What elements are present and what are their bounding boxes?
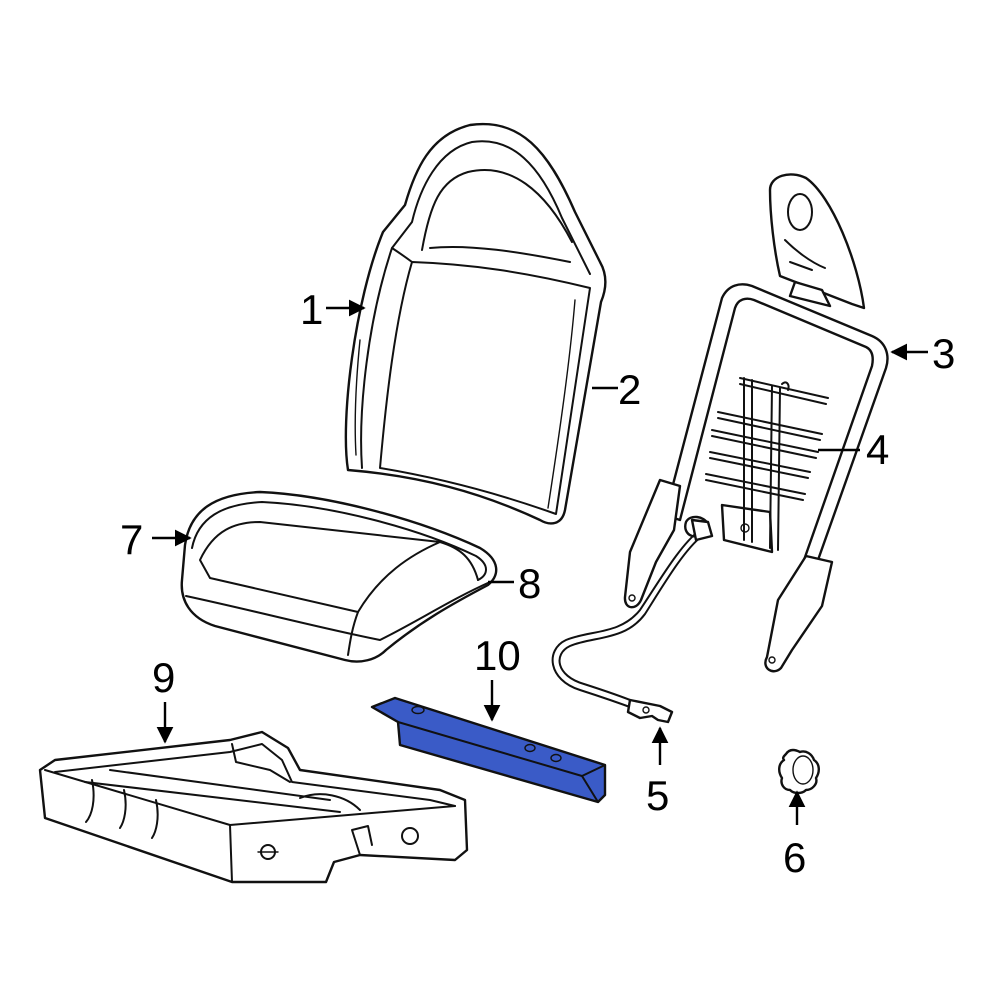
callout-6: 6 [783,834,806,881]
callout-10: 10 [474,632,521,679]
callout-7: 7 [120,516,143,563]
callout-9: 9 [152,654,175,701]
callout-8: 8 [518,560,541,607]
callout-3: 3 [932,330,955,377]
callout-4: 4 [866,426,889,473]
seat-cushion-cover[interactable] [180,490,498,663]
callout-1: 1 [300,286,323,333]
seat-back-springs[interactable] [705,377,829,551]
callout-labels: 1 2 3 4 5 6 7 8 9 10 [120,286,955,881]
callout-5: 5 [646,772,669,819]
bracket-body [370,696,607,804]
callout-2: 2 [618,366,641,413]
seat-back-frame[interactable] [623,173,889,673]
leader-lines [152,299,928,825]
trim-clip[interactable] [778,748,820,795]
seat-pan[interactable] [38,730,469,884]
seat-back-cover[interactable] [344,122,607,525]
release-cable[interactable] [551,518,714,724]
seat-bracket[interactable] [370,696,607,804]
